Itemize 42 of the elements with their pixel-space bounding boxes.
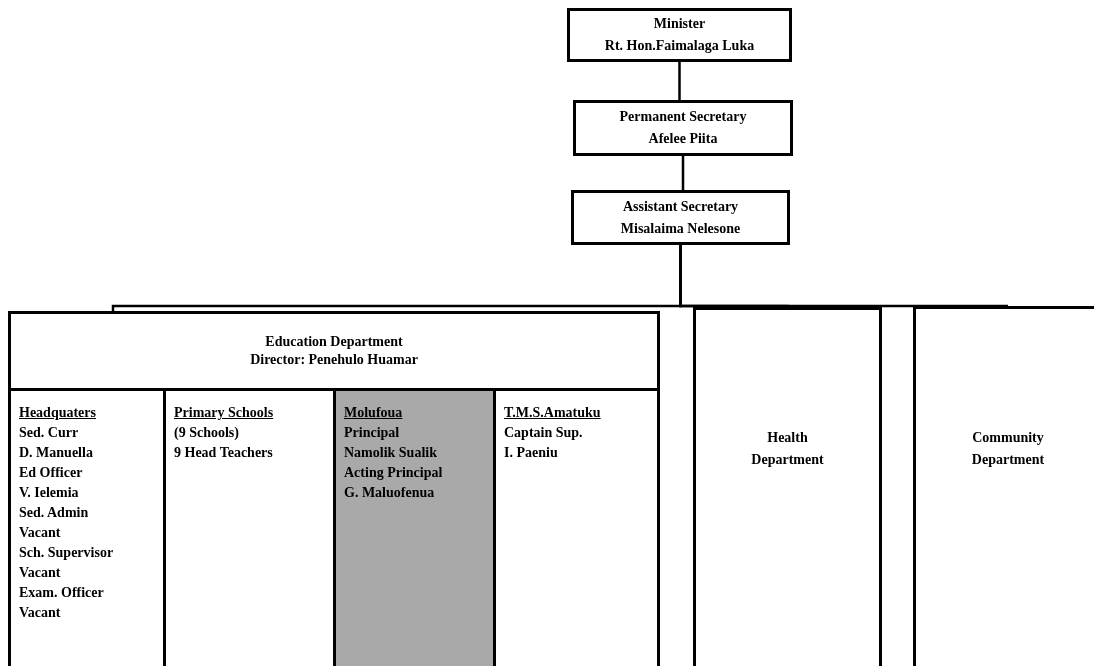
position-box	[567, 8, 792, 62]
connector-line	[678, 62, 681, 100]
director-name: Director: Penehulo Huamar	[250, 351, 418, 369]
shaded-column	[336, 391, 496, 666]
position-box	[571, 190, 790, 245]
staff-entry: 9 Head Teachers	[174, 444, 273, 462]
staff-entry: (9 Schools)	[174, 424, 239, 442]
staff-entry: Vacant	[19, 524, 61, 542]
staff-entry: Namolik Sualik	[344, 444, 437, 462]
department-title: Community Department	[970, 428, 1046, 469]
staff-entry: Principal	[344, 424, 400, 442]
staff-entry: Vacant	[19, 604, 61, 622]
position-box	[573, 100, 793, 156]
staff-entry: Sed. Admin	[19, 504, 89, 522]
department-title: Education Department	[265, 333, 403, 351]
connector-line	[681, 156, 685, 190]
staff-entry: Sed. Curr	[19, 424, 79, 442]
staff-entry: Vacant	[19, 564, 61, 582]
position-title: Assistant Secretary	[622, 197, 739, 216]
staff-entry: V. Ielemia	[19, 484, 79, 502]
person-name: Rt. Hon.Faimalaga Luka	[604, 37, 755, 55]
person-name: Afelee Piita	[648, 130, 718, 148]
staff-entry: Ed Officer	[19, 464, 83, 482]
staff-entry: G. Maluofenua	[344, 484, 435, 502]
staff-entry: D. Manuella	[19, 444, 93, 462]
position-title: Minister	[653, 15, 706, 33]
unit-heading: Molufoua	[344, 404, 403, 422]
unit-heading: T.M.S.Amatuku	[504, 404, 601, 422]
staff-entry: Acting Principal	[344, 464, 443, 482]
unit-heading: Headquaters	[19, 404, 96, 422]
staff-entry: Sch. Supervisor	[19, 544, 114, 562]
unit-heading: Primary Schools	[174, 404, 274, 422]
person-name: Misalaima Nelesone	[620, 219, 741, 238]
department-title: Health Department	[750, 429, 825, 469]
staff-entry: Captain Sup.	[504, 424, 583, 442]
department-box	[693, 307, 882, 666]
department-box	[913, 306, 1094, 666]
connector-line	[679, 245, 1010, 308]
staff-entry: I. Paeniu	[504, 444, 558, 462]
position-title: Permanent Secretary	[619, 108, 747, 126]
department-box	[8, 311, 660, 666]
staff-entry: Exam. Officer	[19, 584, 104, 602]
